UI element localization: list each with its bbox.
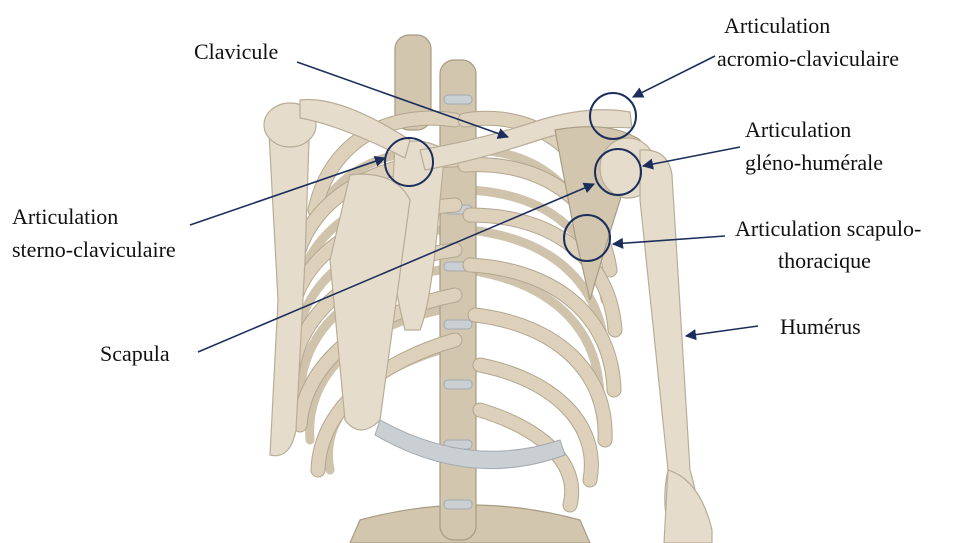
acromio-pointer [633,56,715,97]
label-acromio-line1: Articulation [724,12,830,39]
label-scapulothoracic-line2: thoracique [778,247,871,274]
scapula-left [330,174,410,430]
label-clavicule: Clavicule [194,38,278,65]
label-sterno-line1: Articulation [12,203,118,230]
label-gleno-line1: Articulation [745,116,851,143]
thoracic-skeleton [264,35,712,543]
label-acromio-line2: acromio-claviculaire [717,45,899,72]
label-scapulothoracic-line1: Articulation scapulo- [735,215,921,242]
humerus-pointer [686,326,758,336]
label-gleno-line2: gléno-humérale [745,149,883,176]
label-sterno-line2: sterno-claviculaire [12,236,176,263]
label-humerus: Humérus [780,313,861,340]
label-scapula: Scapula [100,340,170,367]
